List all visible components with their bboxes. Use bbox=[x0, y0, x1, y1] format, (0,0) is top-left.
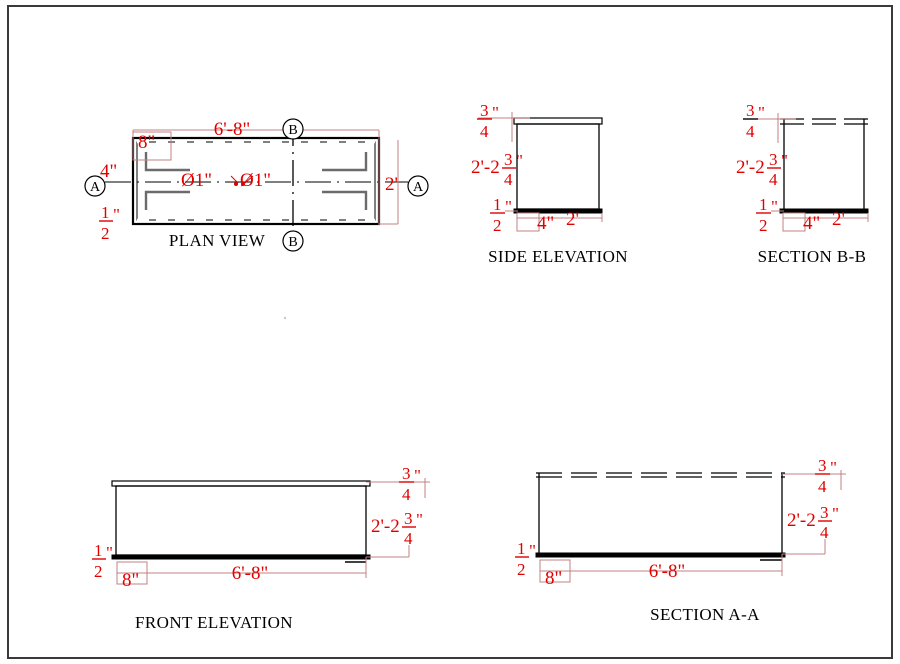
sectionaa-dim-base-denominator: 2 bbox=[517, 560, 526, 579]
sectionbb-dim-base-unit: " bbox=[771, 197, 778, 216]
plan-hole-right-marker bbox=[241, 182, 245, 186]
front-dim-height-denominator: 4 bbox=[404, 529, 413, 548]
front-dim-top-unit: " bbox=[414, 466, 421, 485]
plan-hole-left-marker bbox=[234, 182, 238, 186]
side-elevation-group: 3 4 " 2'-2 3 4 " 1 2 " 4" 2' SIDE ELEVAT… bbox=[471, 101, 628, 266]
side-top-slab bbox=[513, 117, 603, 125]
front-body-rect bbox=[115, 485, 367, 556]
sectionaa-base-plate bbox=[535, 552, 786, 558]
sectionaa-dim-height-denominator: 4 bbox=[820, 523, 829, 542]
sectionbb-dim-overall-depth: 2' bbox=[832, 209, 845, 230]
plan-corner-bracket-top-left bbox=[144, 152, 190, 172]
sectionaa-dim-overall-length: 6'-8" bbox=[649, 561, 686, 582]
plan-hole-right-leader bbox=[244, 175, 254, 184]
sectionbb-dim-top-denominator: 4 bbox=[746, 122, 755, 141]
front-top-slab bbox=[111, 480, 371, 487]
sectionbb-dim-height-prefix: 2'-2 bbox=[736, 157, 765, 178]
side-dim-top-numerator: 3 bbox=[480, 101, 489, 120]
sheet-border bbox=[7, 5, 893, 659]
side-dim-foot-box bbox=[516, 212, 540, 232]
front-dim-height-unit: " bbox=[416, 510, 423, 529]
front-dim-corner-offset: 8" bbox=[122, 570, 139, 591]
front-dim-base-unit: " bbox=[106, 543, 113, 562]
section-bubble-b-bottom[interactable] bbox=[282, 230, 304, 252]
side-dim-height-numerator: 3 bbox=[504, 150, 513, 169]
sectionbb-dim-foot-box bbox=[782, 212, 806, 232]
side-dim-height-denominator: 4 bbox=[504, 170, 513, 189]
plan-dim-thickness-unit: " bbox=[113, 205, 120, 224]
section-aa-title: SECTION A-A bbox=[650, 605, 760, 624]
side-elevation-title: SIDE ELEVATION bbox=[488, 247, 628, 266]
stray-mark bbox=[283, 316, 287, 320]
plan-dim-thickness-denominator: 2 bbox=[101, 224, 110, 243]
side-dim-overall-depth: 2' bbox=[566, 209, 579, 230]
section-bubble-b-bottom-label: B bbox=[288, 235, 297, 250]
front-dim-overall-length: 6'-8" bbox=[232, 563, 269, 584]
front-dim-height-prefix: 2'-2 bbox=[371, 516, 400, 537]
plan-dim-thickness-numerator: 1 bbox=[101, 203, 110, 222]
front-elevation-group: 3 4 " 2'-2 3 4 " 1 2 " 8" 6'-8" bbox=[92, 464, 430, 632]
sectionbb-dim-height-numerator: 3 bbox=[769, 150, 778, 169]
plan-hole-left-leader bbox=[230, 175, 239, 184]
sectionbb-dim-base-denominator: 2 bbox=[759, 216, 768, 235]
side-dim-top-denominator: 4 bbox=[480, 122, 489, 141]
sectionbb-base-plate bbox=[779, 208, 869, 214]
sectionbb-dim-height-unit: " bbox=[781, 151, 788, 170]
front-dim-base-numerator: 1 bbox=[94, 541, 103, 560]
section-bubble-a-right[interactable] bbox=[407, 175, 429, 197]
plan-corner-bracket-bottom-left bbox=[144, 190, 190, 210]
sectionaa-dim-top-denominator: 4 bbox=[818, 477, 827, 496]
plan-dim-8in-box bbox=[132, 131, 172, 161]
sectionaa-dim-top-unit: " bbox=[830, 458, 837, 477]
section-aa-group: 3 4 " 2'-2 3 4 " 1 2 " 8" 6'-8" bbox=[515, 456, 846, 624]
section-bb-title: SECTION B-B bbox=[758, 247, 867, 266]
section-bubble-a-left-label: A bbox=[90, 180, 101, 195]
plan-dim-left-edge: 4" bbox=[100, 161, 117, 182]
side-base-plate bbox=[513, 208, 603, 214]
sectionbb-dim-foot-width: 4" bbox=[803, 213, 820, 234]
side-dim-height-unit: " bbox=[516, 151, 523, 170]
side-dim-foot-width: 4" bbox=[537, 213, 554, 234]
sectionaa-dim-height-prefix: 2'-2 bbox=[787, 510, 816, 531]
side-dim-top-unit: " bbox=[492, 103, 499, 122]
side-dim-base-numerator: 1 bbox=[493, 195, 502, 214]
section-bubble-b-top-label: B bbox=[288, 123, 297, 138]
sectionaa-dim-height-unit: " bbox=[832, 504, 839, 523]
plan-view-group: 6'-8" 8" 4" 1 2 " 2' Ø1" Ø1" A A B bbox=[84, 118, 429, 252]
front-dim-height-numerator: 3 bbox=[404, 509, 413, 528]
sectionaa-dim-height-numerator: 3 bbox=[820, 503, 829, 522]
sectionbb-dim-base-numerator: 1 bbox=[759, 195, 768, 214]
section-bubble-a-right-label: A bbox=[413, 180, 424, 195]
side-body-rect bbox=[516, 123, 600, 210]
section-bb-group: 3 4 " 2'-2 3 4 " 1 2 " 4" 2' SECTION B-B bbox=[736, 101, 869, 266]
plan-corner-bracket-top-right bbox=[322, 152, 368, 172]
plan-view-title: PLAN VIEW bbox=[169, 231, 266, 250]
front-dim-top-denominator: 4 bbox=[402, 485, 411, 504]
front-base-plate bbox=[111, 554, 371, 560]
front-dim-top-numerator: 3 bbox=[402, 464, 411, 483]
sectionaa-dim-base-numerator: 1 bbox=[517, 539, 526, 558]
front-elevation-title: FRONT ELEVATION bbox=[135, 613, 293, 632]
sectionaa-dim-corner-offset: 8" bbox=[545, 568, 562, 589]
sectionbb-dim-top-numerator: 3 bbox=[746, 101, 755, 120]
plan-dim-overall-width: 2' bbox=[385, 174, 398, 195]
plan-dim-corner-offset: 8" bbox=[138, 132, 155, 153]
plan-dim-overall-length: 6'-8" bbox=[214, 119, 251, 140]
section-bubble-a-left[interactable] bbox=[84, 175, 106, 197]
sectionbb-dim-top-unit: " bbox=[758, 103, 765, 122]
plan-corner-bracket-bottom-right bbox=[322, 190, 368, 210]
plan-dim-hole-right: Ø1" bbox=[240, 170, 271, 191]
sectionaa-dim-top-numerator: 3 bbox=[818, 456, 827, 475]
side-dim-base-unit: " bbox=[505, 197, 512, 216]
sectionbb-dim-height-denominator: 4 bbox=[769, 170, 778, 189]
sectionaa-dim-base-unit: " bbox=[529, 541, 536, 560]
section-bubble-b-top[interactable] bbox=[282, 118, 304, 140]
side-dim-height-prefix: 2'-2 bbox=[471, 157, 500, 178]
front-dim-base-denominator: 2 bbox=[94, 562, 103, 581]
side-dim-base-denominator: 2 bbox=[493, 216, 502, 235]
plan-dim-hole-left: Ø1" bbox=[181, 170, 212, 191]
